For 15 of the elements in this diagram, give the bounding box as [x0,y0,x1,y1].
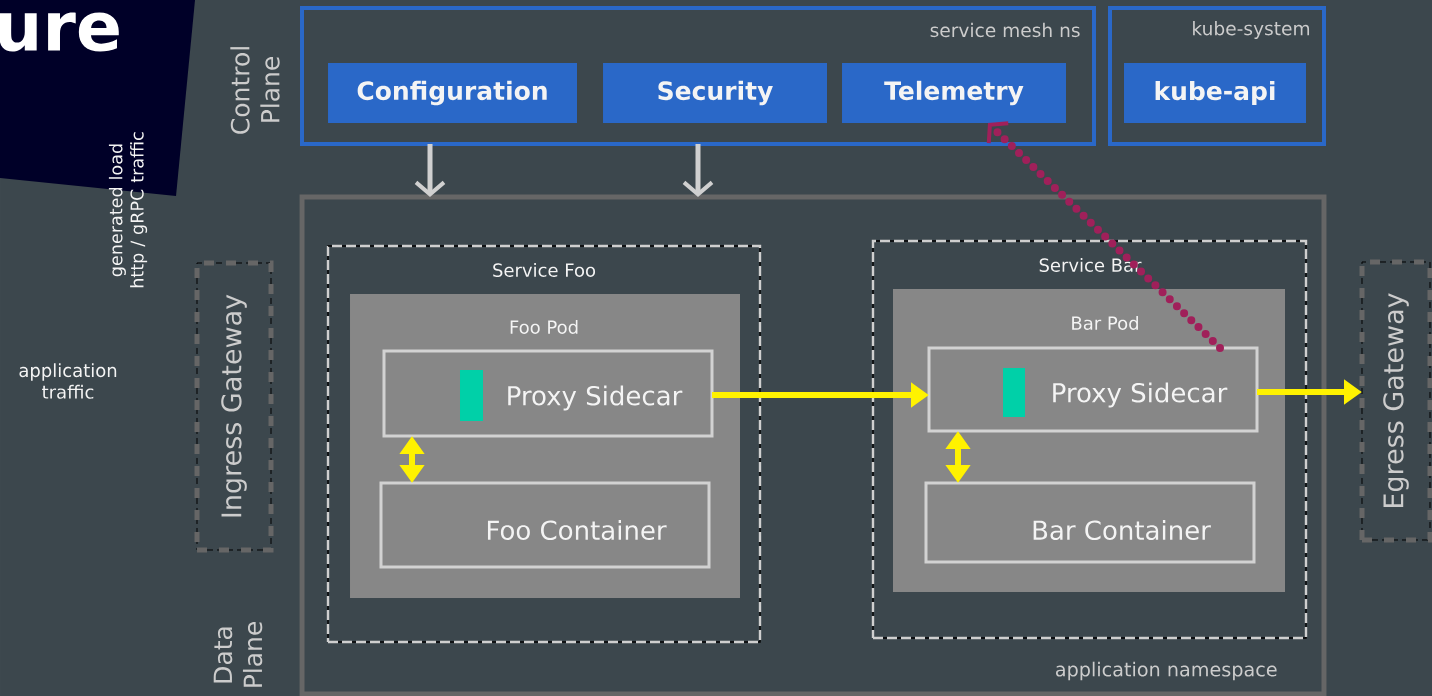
plane-label: Data Plane [213,622,263,687]
container-box: Proxy Sidecar [927,346,1259,433]
traffic-label: application traffic [19,363,117,399]
container-box: Bar Container [924,481,1256,564]
component-box: Configuration [328,63,577,123]
component-box: kube-api [1124,63,1306,123]
traffic-label: generated load http / gRPC traffic [108,132,148,288]
gateway-box: Ingress Gateway [194,260,274,553]
gateway-box: Egress Gateway [1359,259,1432,543]
component-box: Telemetry [842,63,1066,123]
component-box: Security [603,63,827,123]
container-box: Proxy Sidecar [382,349,714,438]
container-box: Foo Container [379,481,711,569]
plane-label: Control Plane [230,47,280,134]
arrow [986,121,1224,352]
